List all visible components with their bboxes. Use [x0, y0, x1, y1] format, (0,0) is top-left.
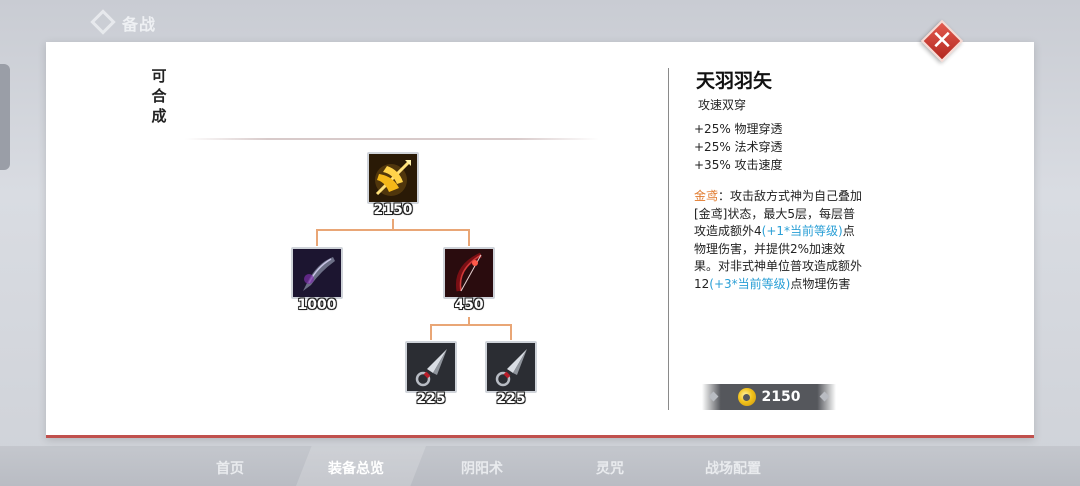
stat-line: +25% 物理穿透 — [694, 122, 783, 136]
nav-item-yinyang-skills[interactable]: 阴阳术 — [461, 461, 503, 477]
tree-connector — [316, 229, 318, 246]
tree-node-root[interactable]: 2150 — [365, 152, 421, 218]
diamond-deco-icon — [819, 391, 830, 402]
tree-node-component-2[interactable]: 450 — [441, 247, 497, 313]
passive-text: 点物理伤害 — [790, 276, 851, 291]
item-name: 天羽羽矢 — [696, 70, 773, 92]
tree-node-price: 450 — [454, 297, 484, 313]
tree-connector — [468, 317, 470, 325]
tree-connector — [392, 219, 394, 229]
item-subtitle: 攻速双穿 — [698, 98, 747, 112]
passive-scaling: (+3*当前等级) — [709, 276, 791, 291]
passive-description: 金鸢：攻击敌方式神为自己叠加[金鸢]状态，最大5层，每层普攻造成额外4(+1*当… — [694, 188, 864, 293]
tree-node-price: 2150 — [373, 202, 413, 218]
tree-connector — [468, 229, 470, 246]
nav-item-spell[interactable]: 灵咒 — [596, 461, 624, 477]
tree-connector — [510, 324, 512, 340]
stat-line: +35% 攻击速度 — [694, 158, 783, 172]
bottom-nav: 首页 装备总览 阴阳术 灵咒 战场配置 — [0, 446, 1080, 486]
diamond-deco-icon — [708, 391, 719, 402]
tree-node-subcomponent-1[interactable]: 225 — [403, 341, 459, 407]
purple-blade-icon — [291, 247, 343, 299]
kunai-icon — [485, 341, 537, 393]
item-total-price: 2150 — [761, 389, 801, 405]
tree-node-price: 225 — [416, 391, 446, 407]
section-divider-line — [185, 138, 599, 140]
nav-item-home[interactable]: 首页 — [216, 461, 244, 477]
tree-connector — [316, 229, 470, 231]
nav-item-equipment-overview[interactable]: 装备总览 — [328, 461, 384, 477]
kunai-icon — [405, 341, 457, 393]
tree-node-subcomponent-2[interactable]: 225 — [483, 341, 539, 407]
tree-connector — [430, 324, 512, 326]
golden-arrow-icon — [367, 152, 419, 204]
background-header: 备战 — [0, 0, 1080, 42]
gold-coin-icon — [737, 388, 756, 406]
stat-line: +25% 法术穿透 — [694, 140, 783, 154]
passive-text: ：攻击敌方式神为自己叠加[金鸢]状态，最大5层，每层普攻造成额外4 — [694, 189, 863, 238]
panel-divider — [668, 68, 669, 410]
tree-node-price: 225 — [496, 391, 526, 407]
close-button[interactable]: ✕ — [920, 19, 964, 63]
craftable-label: 可 合 成 — [149, 66, 169, 126]
tree-node-price: 1000 — [297, 297, 337, 313]
item-stats: +25% 物理穿透 +25% 法术穿透 +35% 攻击速度 — [694, 120, 783, 174]
passive-scaling: (+1*当前等级) — [761, 224, 843, 238]
close-icon: ✕ — [931, 26, 953, 56]
screen-title: 备战 — [122, 15, 157, 34]
logo-icon — [90, 9, 116, 35]
red-bow-icon — [443, 247, 495, 299]
equipment-detail-panel: 可 合 成 2150 — [46, 42, 1034, 438]
side-tab-handle[interactable] — [0, 64, 10, 170]
craftable-label-text: 可 合 成 — [151, 67, 167, 125]
passive-text: 点物理伤害，并提供2%加速效果。对非式神单位普攻造成额外12 — [694, 224, 863, 291]
tree-connector — [430, 324, 432, 340]
nav-item-battle-config[interactable]: 战场配置 — [705, 461, 761, 477]
tree-node-component-1[interactable]: 1000 — [289, 247, 345, 313]
nav-active-highlight — [296, 446, 426, 486]
item-price-bar: 2150 — [702, 384, 836, 410]
passive-name: 金鸢 — [694, 189, 719, 203]
